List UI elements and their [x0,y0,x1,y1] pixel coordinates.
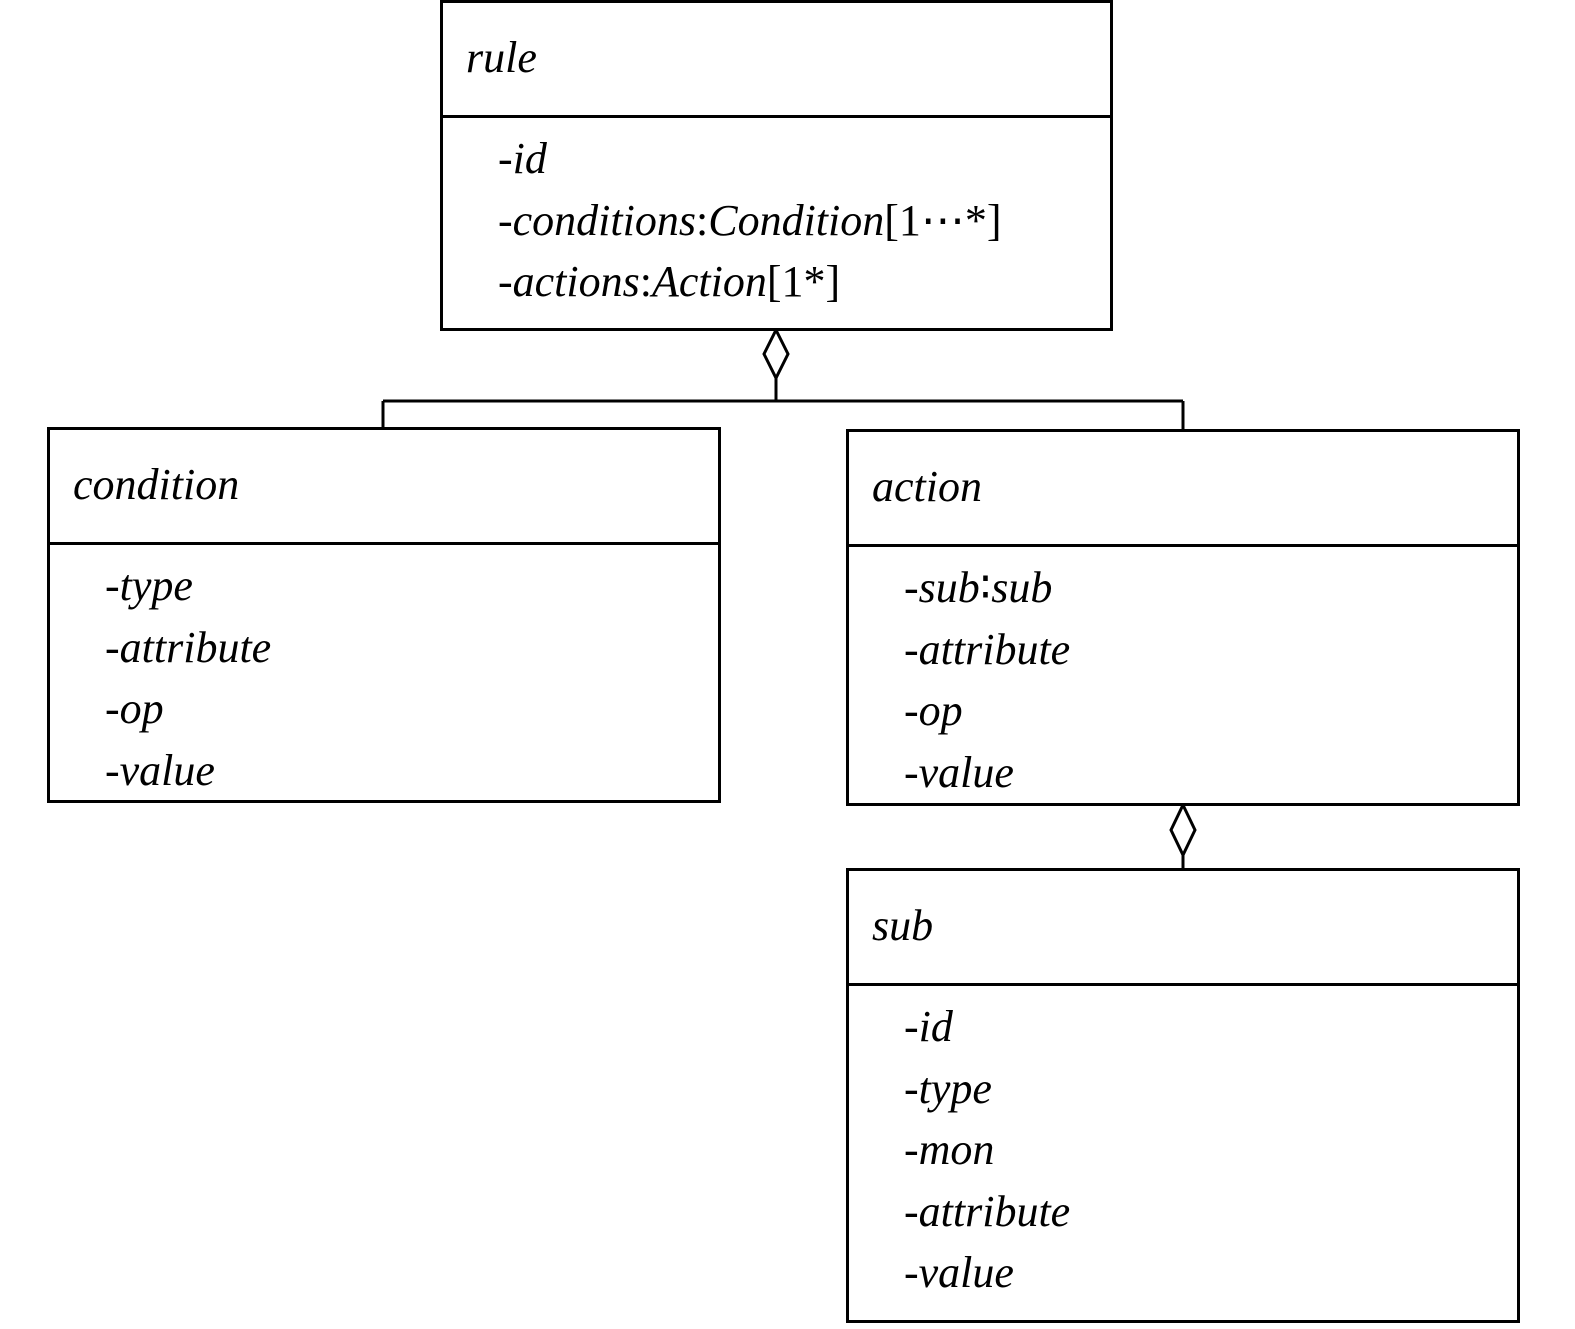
class-name-condition: condition [50,430,718,545]
attribute-name: id [918,1002,953,1051]
attribute-prefix: - [904,1125,919,1174]
attribute-prefix: - [904,1063,919,1113]
attribute-prefix: - [498,195,513,245]
class-sub: sub -id-type-mon-attribute-value [846,868,1520,1323]
aggregation-diamond-rule [762,326,790,382]
class-rule: rule -id-conditions:Condition[1⋯*]-actio… [440,0,1113,331]
attribute-row: -conditions:Condition[1⋯*] [498,190,1110,252]
attribute-separator: ∶ [979,563,992,612]
attribute-row: -actions:Action[1*] [498,251,1110,313]
attribute-row: -id [904,996,1517,1058]
attribute-row: -op [105,678,718,740]
attribute-row: -value [904,742,1517,804]
attribute-row: -id [498,128,1110,190]
attribute-prefix: - [105,622,120,672]
attribute-name: actions [512,257,640,306]
attribute-prefix: - [904,686,919,735]
attribute-name: op [918,686,963,735]
attribute-prefix: - [105,561,120,610]
attribute-name: value [119,745,215,795]
class-condition: condition -type-attribute-op-value [47,427,721,803]
attribute-prefix: - [105,745,120,795]
attribute-row: -attribute [904,1181,1517,1243]
class-name-action: action [849,432,1517,547]
attribute-prefix: - [904,1002,919,1051]
class-name-sub: sub [849,871,1517,986]
attribute-row: -value [105,740,718,802]
attribute-type: Condition [708,195,885,245]
attribute-separator: : [695,195,709,245]
attribute-name: type [918,1063,992,1113]
attribute-list-condition: -type-attribute-op-value [50,545,718,801]
attribute-prefix: - [904,747,919,797]
attribute-name: id [512,134,547,183]
attribute-row: -op [904,680,1517,742]
attribute-name: attribute [918,1186,1071,1236]
attribute-prefix: - [904,563,919,612]
attribute-name: sub [918,563,980,612]
attribute-row: -mon [904,1119,1517,1181]
attribute-prefix: - [498,257,513,306]
attribute-multiplicity: [1⋯*] [884,195,1002,245]
aggregation-diamond-action [1169,801,1197,859]
attribute-row: -value [904,1242,1517,1304]
attribute-list-sub: -id-type-mon-attribute-value [849,986,1517,1304]
attribute-row: -type [904,1058,1517,1120]
attribute-type: sub [991,563,1053,612]
attribute-name: conditions [512,195,696,245]
attribute-list-rule: -id-conditions:Condition[1⋯*]-actions:Ac… [443,118,1110,313]
attribute-row: -attribute [904,619,1517,681]
attribute-name: mon [918,1125,995,1174]
attribute-name: value [918,747,1014,797]
attribute-name: op [119,684,164,733]
attribute-name: type [119,561,193,610]
attribute-prefix: - [904,624,919,674]
attribute-row: -attribute [105,617,718,679]
class-name-rule: rule [443,3,1110,118]
attribute-row: -type [105,555,718,617]
attribute-multiplicity: [1*] [766,257,841,306]
attribute-row: -sub∶sub [904,557,1517,619]
attribute-list-action: -sub∶sub-attribute-op-value [849,547,1517,803]
attribute-type: Action [652,257,767,306]
attribute-prefix: - [105,684,120,733]
attribute-prefix: - [904,1248,919,1297]
attribute-name: attribute [918,624,1071,674]
class-action: action -sub∶sub-attribute-op-value [846,429,1520,806]
attribute-separator: : [639,257,652,306]
attribute-name: value [918,1248,1014,1297]
attribute-name: attribute [119,622,272,672]
attribute-prefix: - [498,134,513,183]
attribute-prefix: - [904,1186,919,1236]
